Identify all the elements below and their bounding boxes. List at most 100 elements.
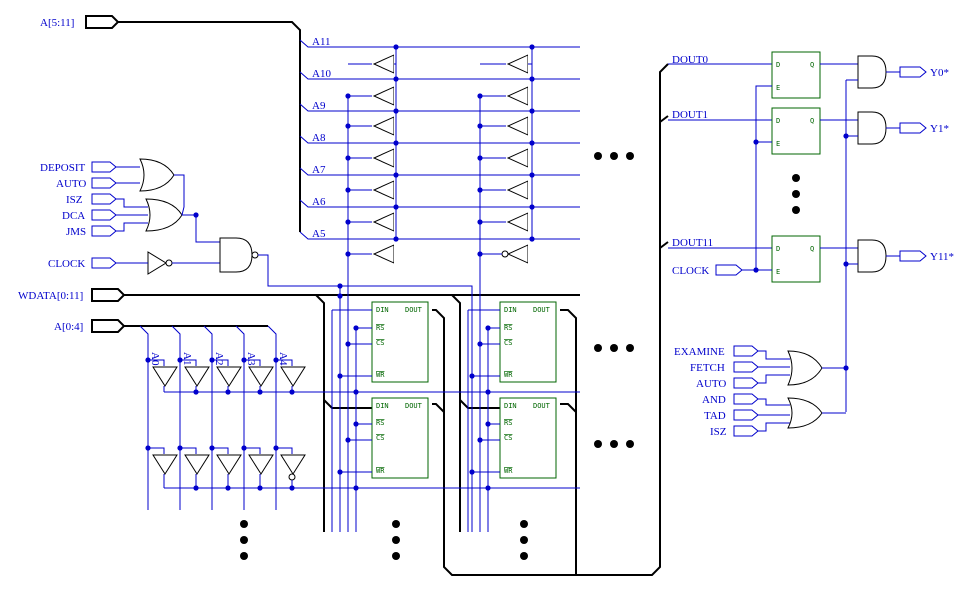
output-connector-y0 (899, 66, 927, 78)
svg-text:WR: WR (376, 371, 385, 379)
ram-chip-2-1: DIN DOUT RS CS WR (371, 397, 429, 479)
flip-flop-0: D Q E (771, 51, 821, 99)
svg-text:WR: WR (504, 467, 513, 475)
flip-flop-1: D Q E (771, 107, 821, 155)
svg-text:DOUT: DOUT (533, 402, 551, 410)
input-label-deposit: DEPOSIT (40, 162, 86, 174)
svg-text:CS: CS (504, 434, 512, 442)
address-low-section: A0 A1 A2 A3 A4 (139, 325, 580, 510)
enable-label-examine: EXAMINE (674, 346, 725, 358)
addr-label-a8: A8 (312, 132, 326, 144)
svg-text:D: D (776, 117, 780, 125)
dout-label-11: DOUT11 (672, 237, 713, 249)
bus-label-a-low: A[0:4] (54, 321, 83, 333)
svg-text:CS: CS (376, 339, 384, 347)
svg-text:E: E (776, 140, 780, 148)
input-label-dca: DCA (62, 210, 85, 222)
addr-label-a1: A1 (181, 352, 193, 365)
buffer-row-a11 (348, 54, 532, 74)
dout-label-0: DOUT0 (672, 54, 709, 66)
flip-flop-11: D Q E (771, 235, 821, 283)
svg-text:Q: Q (810, 245, 814, 253)
bus-label-a-high: A[5:11] (40, 17, 74, 29)
output-connector-y1 (899, 122, 927, 134)
svg-text:CS: CS (376, 434, 384, 442)
nand-gate-write (219, 237, 253, 273)
enable-label-and: AND (702, 394, 726, 406)
svg-text:RS: RS (376, 324, 384, 332)
addr-label-a11: A11 (312, 36, 331, 48)
svg-text:DIN: DIN (504, 306, 517, 314)
continuation-ellipses (240, 152, 800, 560)
output-label-y11: Y11* (930, 251, 954, 263)
addr-label-a2: A2 (213, 352, 225, 365)
output-label-y1: Y1* (930, 123, 949, 135)
right-clock-label: CLOCK (672, 265, 709, 277)
input-label-jms: JMS (66, 226, 86, 238)
addr-label-a10: A10 (312, 68, 331, 80)
svg-text:D: D (776, 245, 780, 253)
ram-array: DIN DOUT RS CS WR DIN DOUT RS CS WR DIN DOU… (331, 293, 557, 532)
svg-text:DIN: DIN (376, 402, 389, 410)
or-gate-enable-2 (787, 397, 823, 429)
bus-connector-a-high (85, 15, 120, 29)
enable-label-tad: TAD (704, 410, 726, 422)
svg-text:RS: RS (376, 419, 384, 427)
address-buffers (345, 44, 535, 264)
svg-text:RS: RS (504, 324, 512, 332)
svg-text:WR: WR (504, 371, 513, 379)
bus-connectors: A[5:11] WDATA[0:11] A[0:4] (18, 15, 126, 333)
dout-label-1: DOUT1 (672, 109, 708, 121)
svg-text:DIN: DIN (504, 402, 517, 410)
buffer-row-a7 (348, 180, 528, 200)
control-logic: DEPOSIT AUTO ISZ DCA JMS CLOCK (40, 158, 473, 532)
svg-text:D: D (776, 61, 780, 69)
svg-text:E: E (776, 84, 780, 92)
input-label-auto: AUTO (56, 178, 86, 190)
svg-text:E: E (776, 268, 780, 276)
addr-label-a7: A7 (312, 164, 326, 176)
svg-text:Q: Q (810, 61, 814, 69)
svg-text:WR: WR (376, 467, 385, 475)
addr-label-a6: A6 (312, 196, 326, 208)
addr-label-a9: A9 (312, 100, 326, 112)
addr-label-a0: A0 (149, 352, 161, 366)
and-gate-y1 (857, 111, 887, 145)
buffer-row-a6 (348, 212, 528, 232)
svg-text:DIN: DIN (376, 306, 389, 314)
addr-label-a4: A4 (277, 352, 289, 366)
address-high-labels: A11 A10 A9 A8 A7 A6 A5 (312, 36, 331, 240)
svg-text:DOUT: DOUT (533, 306, 551, 314)
and-gate-y11 (857, 239, 887, 273)
or-gate-enable-1 (787, 350, 823, 386)
control-input-connectors (91, 161, 117, 269)
output-label-y0: Y0* (930, 67, 949, 79)
buffer-row-a5 (348, 244, 528, 264)
and-gate-y0 (857, 55, 887, 89)
ram-chip-2-2: DIN DOUT RS CS WR (499, 397, 557, 479)
svg-text:CS: CS (504, 339, 512, 347)
output-section: DOUT0 DOUT1 DOUT11 D Q E D Q E D Q E CLOCK (668, 51, 954, 438)
bus-label-wdata: WDATA[0:11] (18, 290, 83, 302)
or-gate-deposit-auto (139, 158, 175, 192)
svg-text:RS: RS (504, 419, 512, 427)
svg-text:Q: Q (810, 117, 814, 125)
buffer-row-a9 (348, 116, 528, 136)
buffer-row-a10 (348, 86, 528, 106)
addr-label-a5: A5 (312, 228, 326, 240)
or-gate-isz-dca-jms (145, 198, 183, 232)
enable-label-isz: ISZ (710, 426, 727, 438)
bus-connector-a-low (91, 319, 126, 333)
input-label-clock: CLOCK (48, 258, 85, 270)
enable-label-fetch: FETCH (690, 362, 725, 374)
output-connector-y11 (899, 250, 927, 262)
clock-inverter (147, 251, 167, 275)
ram-chip-1-2: DIN DOUT RS CS WR (499, 301, 557, 383)
input-label-isz: ISZ (66, 194, 83, 206)
addr-label-a3: A3 (245, 352, 257, 366)
bus-connector-wdata (91, 288, 126, 302)
enable-input-connectors (733, 345, 759, 437)
svg-text:DOUT: DOUT (405, 402, 423, 410)
